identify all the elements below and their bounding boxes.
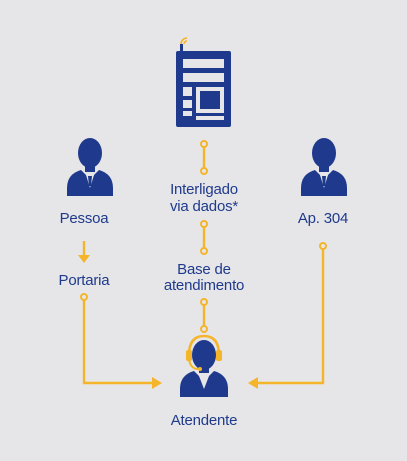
- base-label-line1: Base de: [177, 261, 231, 278]
- connector-interligado-to-base: [200, 220, 208, 255]
- apartamento-label: Ap. 304: [297, 210, 349, 227]
- connector-base-to-atendente: [200, 298, 208, 333]
- base-label-line2: atendimento: [163, 277, 245, 294]
- intercom-panel-icon: [176, 37, 231, 127]
- arrow-pessoa-to-portaria: [78, 241, 90, 263]
- pessoa-label: Pessoa: [59, 210, 109, 227]
- headset-attendant-icon: [180, 334, 228, 397]
- person-icon: [301, 138, 347, 196]
- person-icon: [67, 138, 113, 196]
- interligado-label-line1: Interligado: [170, 181, 238, 198]
- interligado-label-line2: via dados*: [169, 198, 239, 215]
- arrow-portaria-to-atendente: [80, 293, 162, 389]
- connector-panel-to-interligado: [200, 140, 208, 175]
- portaria-label: Portaria: [58, 272, 110, 289]
- atendente-label: Atendente: [170, 412, 238, 429]
- arrow-apartamento-to-atendente: [248, 242, 327, 389]
